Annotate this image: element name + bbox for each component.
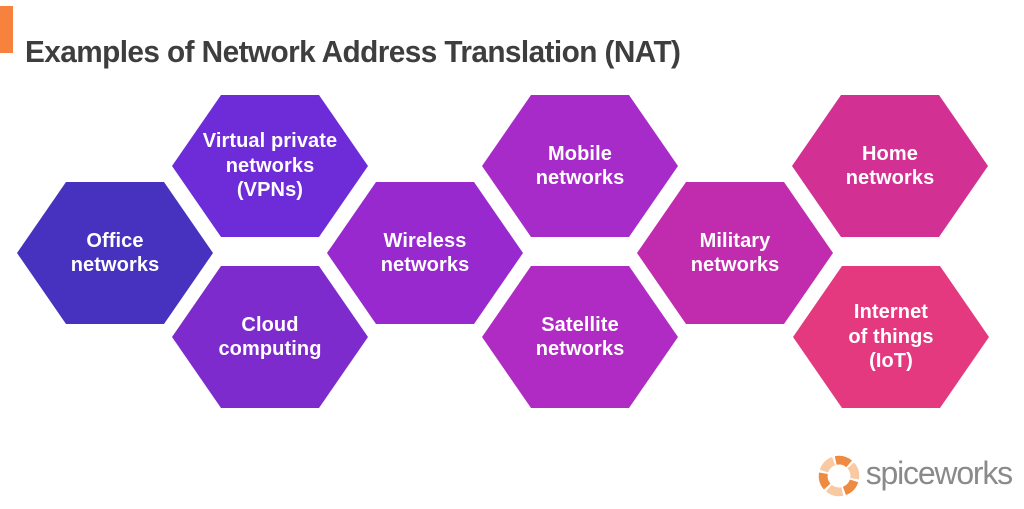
hexagon-cloud-computing: Cloud computing (172, 266, 368, 408)
spiceworks-pinwheel-icon (818, 455, 859, 497)
hexagon-label: Wireless networks (380, 229, 470, 276)
hexagon-label: Cloud computing (218, 313, 322, 360)
title-accent-bar (0, 6, 13, 53)
hexagon-label: Satellite networks (535, 313, 625, 360)
hexagon-label: Virtual private networks (VPNs) (202, 130, 338, 202)
hexagon-virtual-private-networks: Virtual private networks (VPNs) (172, 95, 368, 237)
hexagon-home-networks: Home networks (792, 95, 988, 237)
hexagon-office-networks: Office networks (17, 182, 213, 324)
hexagon-wireless-networks: Wireless networks (327, 182, 523, 324)
hexagon-label: Home networks (845, 142, 935, 189)
hexagon-label: Mobile networks (535, 142, 625, 189)
hexagon-military-networks: Military networks (637, 182, 833, 324)
hexagon-label: Military networks (690, 229, 780, 276)
hexagon-label: Office networks (70, 229, 160, 276)
hexagon-label: Internet of things (IoT) (848, 301, 934, 373)
hexagon-internet-of-things: Internet of things (IoT) (793, 266, 989, 408)
page-title: Examples of Network Address Translation … (25, 33, 681, 69)
spiceworks-wordmark: spiceworks (865, 455, 1013, 491)
spiceworks-logo: spiceworks (817, 453, 1013, 499)
hexagon-satellite-networks: Satellite networks (482, 266, 678, 408)
hexagon-mobile-networks: Mobile networks (482, 95, 678, 237)
